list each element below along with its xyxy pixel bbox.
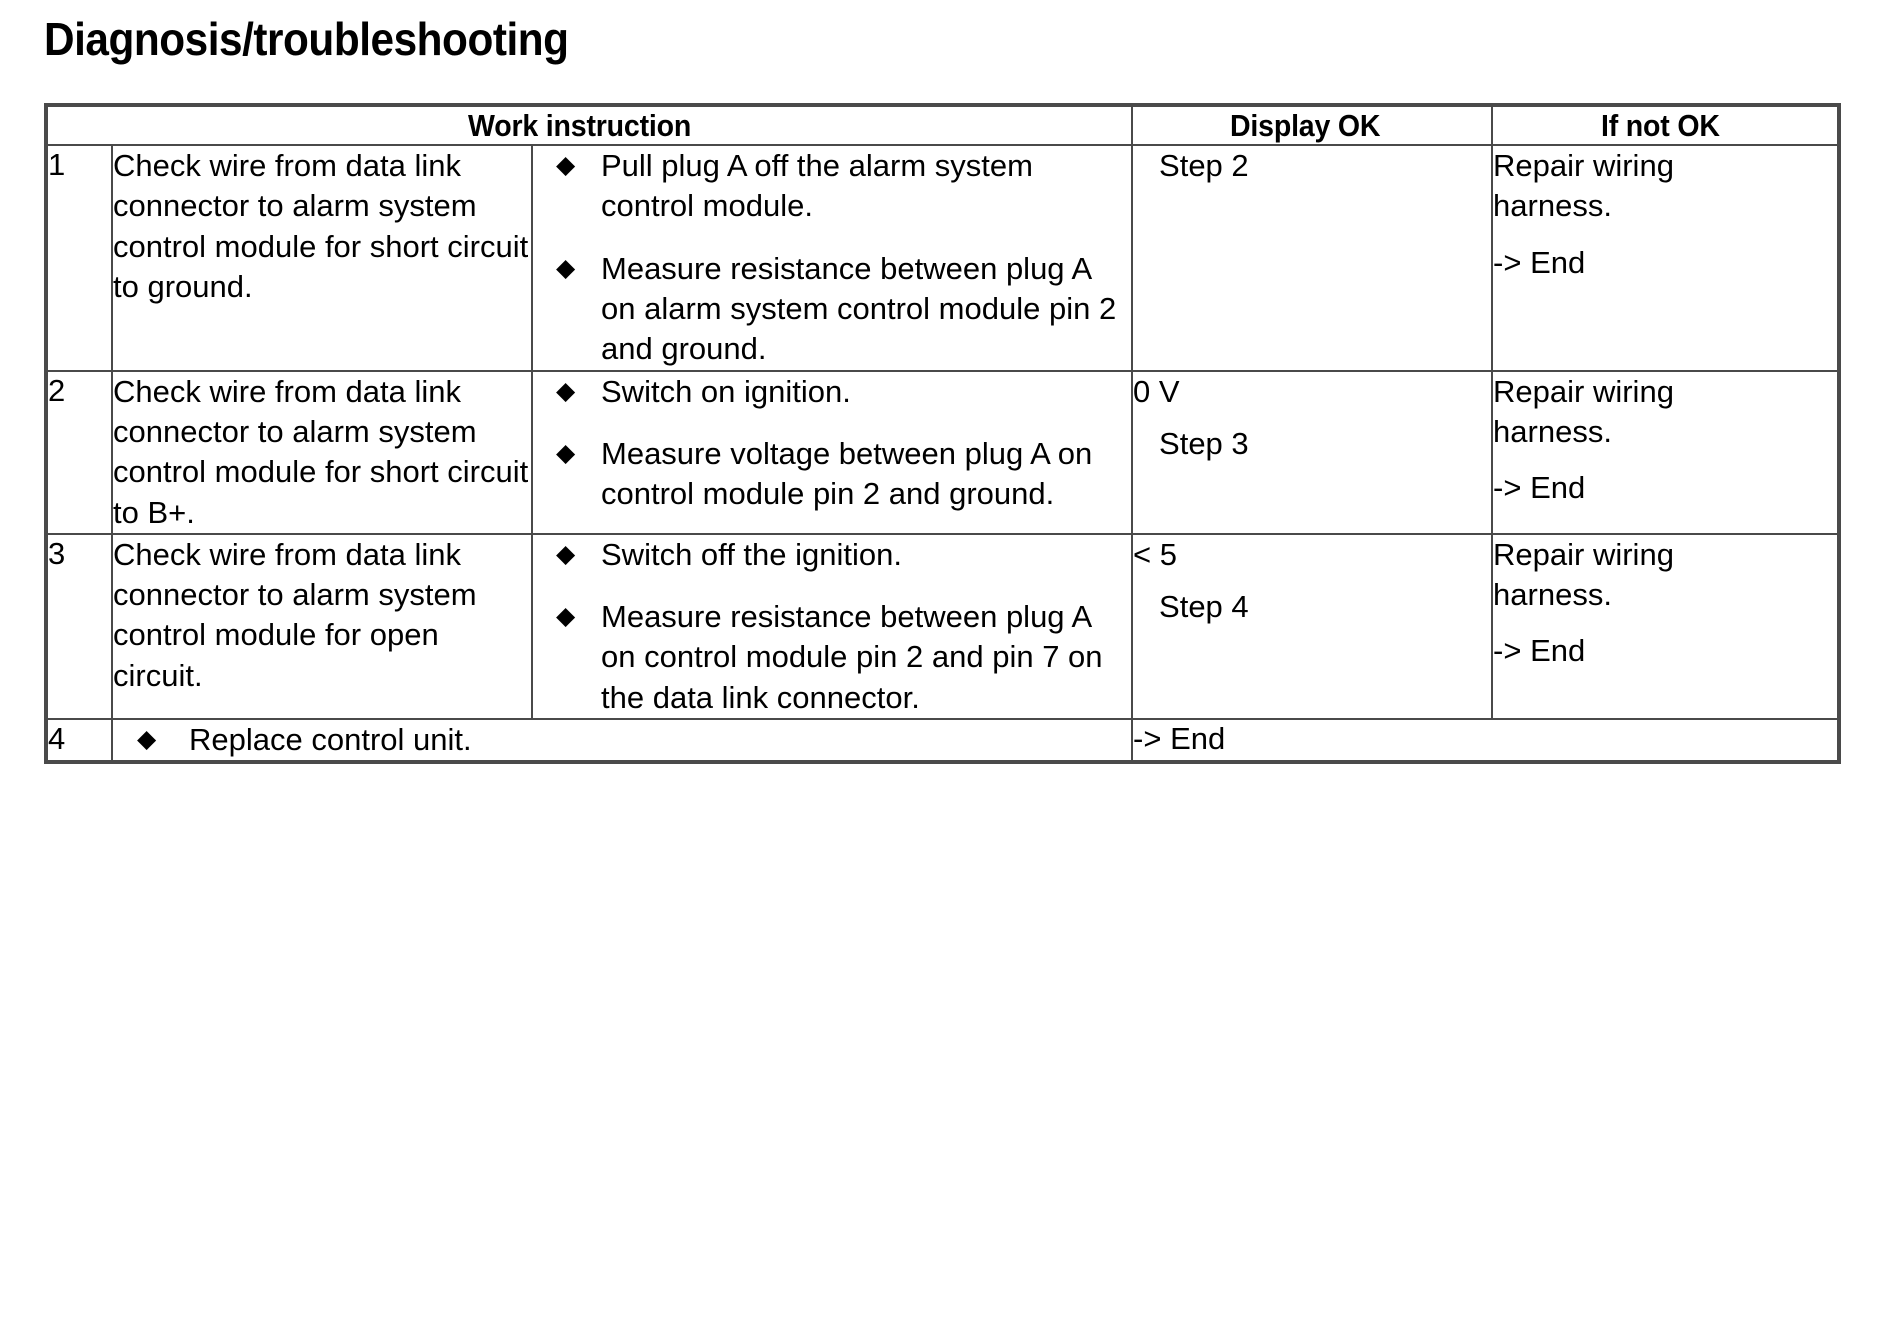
display-ok-next-step: Step 3: [1159, 425, 1249, 461]
step-actions: ◆ Switch on ignition. ◆ Measure voltage …: [530, 369, 1134, 535]
action-text: Switch on ignition.: [601, 373, 851, 409]
step-number: 4: [45, 718, 113, 764]
step-description: Check wire from data link connector to a…: [111, 369, 533, 535]
if-not-ok-text-line2: harness.: [1493, 188, 1612, 224]
if-not-ok-cell: Repair wiring harness. -> End: [1491, 144, 1841, 372]
if-not-ok-text-line1: Repair wiring: [1493, 148, 1674, 184]
diamond-bullet-icon: ◆: [556, 438, 576, 467]
step-description: Check wire from data link connector to a…: [111, 532, 533, 721]
display-ok-cell: < 5 Step 4: [1131, 532, 1494, 721]
if-not-ok-cell: Repair wiring harness. -> End: [1491, 369, 1841, 535]
diamond-bullet-icon: ◆: [556, 376, 576, 405]
step-actions: ◆ Switch off the ignition. ◆ Measure res…: [530, 532, 1134, 721]
table-header-row: Work instruction Display OK If not OK: [44, 103, 1841, 147]
if-not-ok-text-line1: Repair wiring: [1493, 536, 1674, 572]
header-display-ok-label: Display OK: [1230, 108, 1381, 143]
list-item: ◆ Switch off the ignition.: [533, 535, 1131, 575]
step-actions: ◆ Pull plug A off the alarm system contr…: [530, 144, 1134, 372]
final-display-ok-cell: -> End: [1131, 718, 1841, 764]
header-work-instruction-label: Work instruction: [468, 108, 692, 143]
list-item: ◆ Switch on ignition.: [533, 372, 1131, 412]
list-item: ◆ Measure resistance between plug A on a…: [533, 249, 1131, 370]
header-display-ok: Display OK: [1131, 103, 1494, 147]
step-number: 3: [45, 532, 113, 721]
list-item: ◆ Pull plug A off the alarm system contr…: [533, 146, 1131, 227]
display-ok-cell: Step 2: [1131, 144, 1494, 372]
if-not-ok-cell: Repair wiring harness. -> End: [1491, 532, 1841, 721]
diamond-bullet-icon: ◆: [556, 253, 576, 282]
final-action-cell: ◆ Replace control unit.: [110, 718, 1134, 764]
if-not-ok-text-line2: harness.: [1493, 577, 1612, 613]
display-ok-value: < 5: [1133, 536, 1177, 572]
action-list: ◆ Switch off the ignition. ◆ Measure res…: [533, 535, 1131, 718]
display-ok-cell: 0 V Step 3: [1131, 369, 1494, 535]
diagnosis-table: Work instruction Display OK If not OK 1 …: [44, 103, 1842, 765]
if-not-ok-text-line1: Repair wiring: [1493, 373, 1674, 409]
action-text: Measure resistance between plug A on ala…: [601, 250, 1117, 367]
list-item: ◆ Replace control unit.: [113, 720, 1131, 760]
action-list: ◆ Switch on ignition. ◆ Measure voltage …: [533, 372, 1131, 515]
diagnosis-table-wrapper: Work instruction Display OK If not OK 1 …: [44, 103, 1842, 765]
list-item: ◆ Measure resistance between plug A on c…: [533, 597, 1131, 718]
header-if-not-ok: If not OK: [1491, 103, 1841, 147]
action-text: Pull plug A off the alarm system control…: [601, 148, 1033, 224]
table-row: 1 Check wire from data link connector to…: [45, 144, 1841, 372]
diamond-bullet-icon: ◆: [556, 151, 576, 180]
if-not-ok-text-line2: harness.: [1493, 413, 1612, 449]
action-text: Switch off the ignition.: [601, 536, 902, 572]
display-ok-next-step: Step 2: [1159, 148, 1249, 184]
header-if-not-ok-label: If not OK: [1600, 108, 1720, 143]
diamond-bullet-icon: ◆: [556, 602, 576, 631]
table-row: 2 Check wire from data link connector to…: [45, 369, 1841, 535]
diamond-bullet-icon: ◆: [556, 539, 576, 568]
page-title: Diagnosis/troubleshooting: [44, 13, 569, 65]
step-description: Check wire from data link connector to a…: [111, 144, 533, 372]
step-number: 2: [45, 369, 113, 535]
action-text: Measure resistance between plug A on con…: [601, 599, 1103, 715]
if-not-ok-end: -> End: [1493, 244, 1586, 280]
if-not-ok-end: -> End: [1493, 470, 1586, 506]
display-ok-next-step: Step 4: [1159, 589, 1249, 625]
table-body: 1 Check wire from data link connector to…: [45, 144, 1841, 764]
action-text: Replace control unit.: [189, 722, 472, 758]
diamond-bullet-icon: ◆: [137, 725, 157, 754]
action-list: ◆ Pull plug A off the alarm system contr…: [533, 146, 1131, 369]
if-not-ok-end: -> End: [1493, 633, 1586, 669]
action-text: Measure voltage between plug A on contro…: [601, 435, 1093, 512]
list-item: ◆ Measure voltage between plug A on cont…: [533, 434, 1131, 515]
display-ok-value: 0 V: [1133, 373, 1180, 409]
step-number: 1: [45, 144, 113, 372]
header-work-instruction: Work instruction: [44, 103, 1134, 147]
table-row: 3 Check wire from data link connector to…: [45, 532, 1841, 721]
table-row-final: 4 ◆ Replace control unit. -> End: [45, 718, 1841, 764]
table-header: Work instruction Display OK If not OK: [44, 103, 1841, 147]
